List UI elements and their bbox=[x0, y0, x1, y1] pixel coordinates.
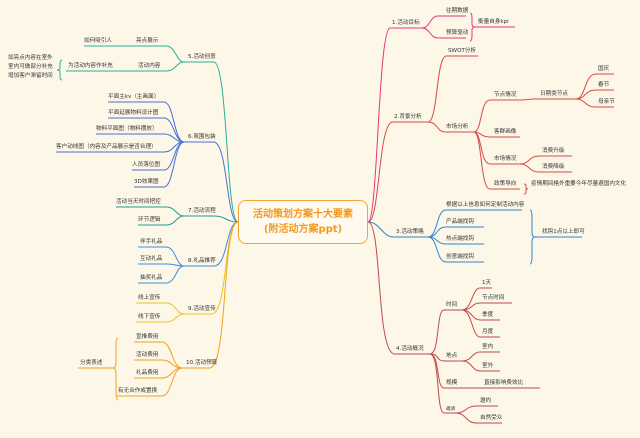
b5-ext-indoor[interactable]: 室内可做部分补充 bbox=[8, 64, 53, 70]
b2-swot[interactable]: SWOT分析 bbox=[448, 48, 477, 54]
b4-time-quarter[interactable]: 季度 bbox=[482, 312, 494, 318]
b3-hot-topic-hook[interactable]: 热点端找钩 bbox=[446, 236, 474, 242]
b2-consumption-downgrade[interactable]: 消费降级 bbox=[542, 164, 565, 170]
b6-3d-render[interactable]: 3D效果图 bbox=[134, 179, 159, 185]
b9-offline-promo[interactable]: 线下宣传 bbox=[138, 314, 161, 320]
b3-hook-note[interactable]: 找钩1点以上即可 bbox=[542, 229, 585, 235]
branch-3-links bbox=[367, 209, 582, 265]
b8-souvenir-gift[interactable]: 伴手礼品 bbox=[140, 239, 163, 245]
branch-1-title[interactable]: 1.活动目标 bbox=[392, 20, 420, 26]
b1-kpi-note[interactable]: 衡量自身kpi bbox=[478, 19, 509, 25]
b6-material-plan[interactable]: 物料平面图（物料摆放） bbox=[96, 126, 158, 132]
b3-product-hook[interactable]: 产品端找钩 bbox=[446, 219, 474, 225]
b3-creative-hook[interactable]: 创意端找钩 bbox=[446, 254, 474, 260]
central-topic[interactable]: 活动策划方案十大要素 (附活动方案ppt) bbox=[238, 200, 368, 244]
branch-1-links bbox=[367, 12, 515, 223]
b4-place-outdoor[interactable]: 室外 bbox=[482, 363, 494, 369]
b2-holiday-mothers-day[interactable]: 母亲节 bbox=[598, 99, 615, 105]
b7-time-control[interactable]: 活动当天时间把控 bbox=[116, 199, 161, 205]
b10-category-note[interactable]: 分类表述 bbox=[80, 360, 103, 366]
b2-date-nodes[interactable]: 日期类节点 bbox=[540, 91, 568, 97]
b6-main-kv[interactable]: 平面主kv（主画面） bbox=[108, 94, 160, 100]
b5-activity-content[interactable]: 活动内容 bbox=[138, 63, 161, 69]
b10-cooperation[interactable]: 有无合作或置换 bbox=[118, 388, 158, 394]
b5-highlight[interactable]: 亮点展示 bbox=[136, 38, 159, 44]
b4-time-node[interactable]: 节点时间 bbox=[482, 295, 505, 301]
branch-8-links bbox=[138, 221, 239, 284]
b2-node-situation[interactable]: 节点情况 bbox=[494, 92, 517, 98]
branch-10-title[interactable]: 10.活动预算 bbox=[186, 360, 218, 366]
b4-invite-natural-audience[interactable]: 自然受众 bbox=[480, 415, 503, 421]
branch-6-links bbox=[56, 101, 239, 223]
central-topic-line1: 活动策划方案十大要素 bbox=[253, 209, 353, 220]
b5-how-attract[interactable]: 如何吸引人 bbox=[84, 38, 112, 44]
b2-consumption-upgrade[interactable]: 消费升级 bbox=[542, 148, 565, 154]
b4-scale-note[interactable]: 直接影响费效比 bbox=[484, 380, 524, 386]
b5-content-supplement[interactable]: 为活动内容作补充 bbox=[68, 63, 113, 69]
b2-market-situation[interactable]: 市场情况 bbox=[494, 156, 517, 162]
b9-online-promo[interactable]: 线上宣传 bbox=[138, 295, 161, 301]
b2-policy-guidance[interactable]: 政策导向 bbox=[494, 181, 517, 187]
b8-interactive-gift[interactable]: 互动礼品 bbox=[140, 256, 163, 262]
branch-2-links bbox=[367, 55, 614, 223]
b6-extension-design[interactable]: 平面延展物料设计图 bbox=[108, 110, 159, 116]
branch-9-links bbox=[136, 221, 239, 323]
b2-customer-portrait[interactable]: 客群画像 bbox=[494, 129, 517, 135]
b4-time[interactable]: 时间 bbox=[446, 302, 458, 308]
b6-staff-position[interactable]: 人员落位图 bbox=[132, 162, 160, 168]
branch-6-title[interactable]: 6.氛围包装 bbox=[188, 134, 216, 140]
branch-4-title[interactable]: 4.活动概况 bbox=[396, 346, 424, 352]
branch-5-title[interactable]: 5.活动创意 bbox=[188, 54, 216, 60]
b5-ext-stay-time[interactable]: 增加客户滞留时间 bbox=[8, 73, 53, 79]
b2-market-analysis[interactable]: 市场分析 bbox=[446, 124, 469, 130]
b4-invite-appointment[interactable]: 邀约 bbox=[480, 398, 492, 404]
branch-4-links bbox=[367, 221, 540, 424]
branch-10-links bbox=[78, 221, 239, 401]
b10-gift-cost[interactable]: 礼品费用 bbox=[136, 370, 159, 376]
branch-7-links bbox=[116, 206, 239, 226]
b1-history-data[interactable]: 往期数据 bbox=[446, 8, 469, 14]
b10-promo-cost[interactable]: 宣推费用 bbox=[136, 334, 159, 340]
b3-custom-content[interactable]: 根据以上信息如何定制活动内容 bbox=[446, 202, 525, 208]
b6-customer-flow[interactable]: 客户动线图（内容及产品展示是否合理） bbox=[56, 144, 157, 150]
b2-policy-note[interactable]: 疫情期间格外重要今年尽量避国内文化 bbox=[531, 181, 627, 187]
branch-3-title[interactable]: 3.活动策略 bbox=[396, 229, 424, 235]
b4-time-one-day[interactable]: 1天 bbox=[482, 280, 492, 286]
branch-9-title[interactable]: 9.活动宣传 bbox=[188, 306, 216, 312]
central-topic-line2: (附活动方案ppt) bbox=[263, 224, 343, 235]
b4-place[interactable]: 地点 bbox=[446, 353, 458, 359]
b10-activity-cost[interactable]: 活动费用 bbox=[136, 352, 159, 358]
b8-lottery-gift[interactable]: 抽奖礼品 bbox=[140, 275, 163, 281]
branch-7-title[interactable]: 7.活动流程 bbox=[188, 208, 216, 214]
branch-8-title[interactable]: 8.礼品推荐 bbox=[188, 258, 216, 264]
b4-invite[interactable]: 邀请 bbox=[446, 407, 456, 412]
b2-holiday-spring-festival[interactable]: 春节 bbox=[598, 82, 610, 88]
branch-5-links bbox=[56, 45, 239, 223]
b4-scale[interactable]: 规模 bbox=[446, 380, 458, 386]
b2-holiday-national-day[interactable]: 国庆 bbox=[598, 66, 610, 72]
b5-ext-outdoor[interactable]: 如亮点内容在室外 bbox=[8, 55, 53, 61]
b4-place-indoor[interactable]: 室内 bbox=[482, 344, 494, 350]
b1-budget-driven[interactable]: 预算驱动 bbox=[446, 30, 469, 36]
branch-2-title[interactable]: 2.背景分析 bbox=[394, 114, 422, 120]
b7-segment-logic[interactable]: 环节逻辑 bbox=[138, 217, 161, 223]
b4-time-month[interactable]: 月度 bbox=[482, 329, 494, 335]
